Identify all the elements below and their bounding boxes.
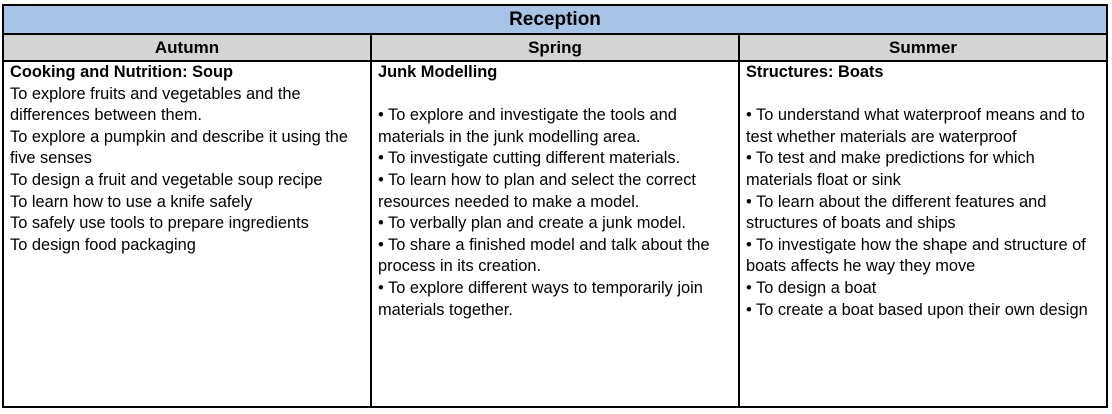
objective-list: • To understand what waterproof means an… [746, 84, 1100, 322]
objective-item: • To verbally plan and create a junk mod… [378, 214, 686, 233]
topic-heading: Cooking and Nutrition: Soup [10, 63, 234, 81]
topic-heading: Structures: Boats [746, 63, 884, 81]
objective-item: • To understand what waterproof means an… [746, 106, 1085, 146]
objective-list: To explore fruits and vegetables and the… [10, 84, 364, 257]
objective-item: • To explore and investigate the tools a… [378, 106, 677, 146]
cell-spring: Junk Modelling • To explore and investig… [372, 62, 740, 406]
objective-item: To explore fruits and vegetables and the… [10, 84, 301, 125]
objective-item: • To learn how to plan and select the co… [378, 170, 696, 211]
curriculum-table: Reception Autumn Spring Summer Cooking a… [2, 4, 1108, 408]
spacer [746, 84, 1100, 106]
table-title: Reception [4, 6, 1106, 35]
spacer [378, 84, 732, 106]
objective-item: • To learn about the different features … [746, 192, 1047, 233]
header-spring: Spring [372, 35, 740, 60]
cell-summer: Structures: Boats • To understand what w… [740, 62, 1106, 406]
objective-list: • To explore and investigate the tools a… [378, 84, 732, 322]
objective-item: To design a fruit and vegetable soup rec… [10, 170, 323, 189]
cell-autumn: Cooking and Nutrition: Soup To explore f… [4, 62, 372, 406]
objective-item: • To test and make predictions for which… [746, 149, 1035, 189]
content-row: Cooking and Nutrition: Soup To explore f… [4, 62, 1106, 406]
objective-item: To explore a pumpkin and describe it usi… [10, 127, 349, 168]
objective-item: • To share a finished model and talk abo… [378, 235, 710, 276]
header-row: Autumn Spring Summer [4, 35, 1106, 62]
objective-item: To safely use tools to prepare ingredien… [10, 214, 309, 233]
objective-item: • To explore different ways to temporari… [378, 278, 703, 319]
objective-item: To design food packaging [10, 235, 196, 254]
header-autumn: Autumn [4, 35, 372, 60]
objective-item: To learn how to use a knife safely [10, 192, 253, 211]
objective-item: • To create a boat based upon their own … [746, 300, 1088, 319]
topic-heading: Junk Modelling [378, 63, 498, 81]
objective-item: • To investigate how the shape and struc… [746, 235, 1086, 276]
header-summer: Summer [888, 37, 958, 57]
objective-item: • To design a boat [746, 278, 877, 297]
objective-item: • To investigate cutting different mater… [378, 149, 681, 168]
